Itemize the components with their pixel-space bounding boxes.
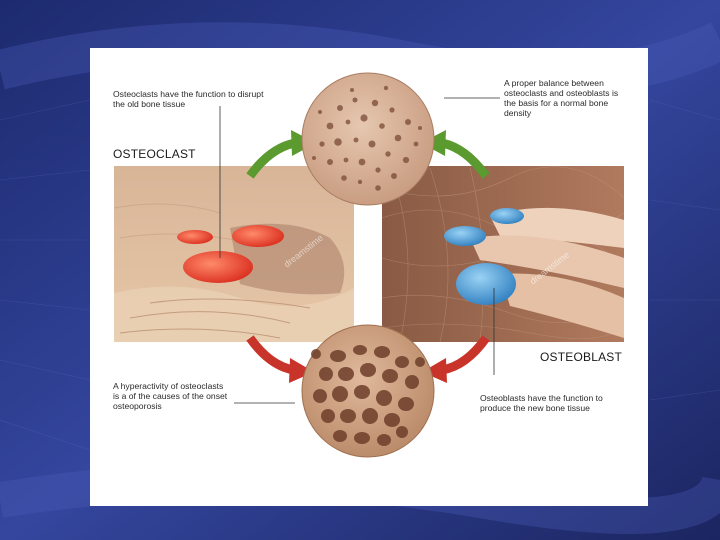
green-arrow-left: [246, 138, 297, 179]
leader-lines: [219, 97, 500, 404]
osteoclast-cell: [183, 251, 253, 283]
diagram-panel: Osteoclasts have the function to disrupt…: [90, 48, 648, 506]
osteoblast-cell: [456, 263, 516, 305]
osteoclast-function-label: Osteoclasts have the function to disrupt…: [113, 89, 264, 109]
osteoblast-cell: [444, 226, 486, 246]
osteoblast-function-label: Osteoblasts have the function to produce…: [480, 393, 603, 413]
bone-remodeling-illustration: [113, 72, 625, 458]
hyperactivity-label: A hyperactivity of osteoclasts is a of t…: [113, 381, 228, 411]
osteoclast-cell: [177, 230, 213, 244]
red-arrow-left: [246, 335, 295, 375]
osteoblast-title: OSTEOBLAST: [540, 350, 623, 364]
osteoporotic-bone-circle: [301, 324, 435, 458]
red-arrow-right: [441, 335, 490, 375]
green-arrow-right: [440, 138, 490, 179]
osteoclast-title: OSTEOCLAST: [113, 147, 196, 161]
balance-label: A proper balance between osteoclasts and…: [504, 78, 619, 118]
normal-bone-circle: [301, 72, 435, 206]
osteoblast-cell: [490, 208, 524, 224]
osteoclast-cell: [232, 225, 284, 247]
